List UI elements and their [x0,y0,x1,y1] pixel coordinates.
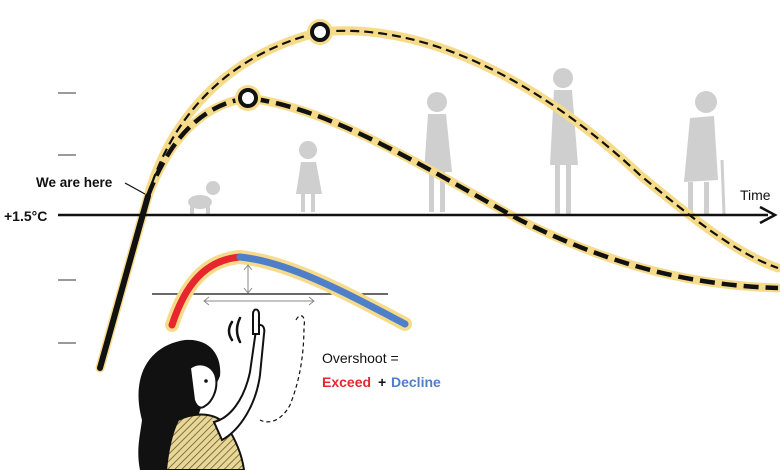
inset-magnitude-arrow [243,264,253,294]
swipe-trail-hand [259,315,305,423]
exceed-term: Exceed [322,374,371,390]
time-axis-label: Time [740,187,771,203]
motion-lines [227,316,242,344]
overshoot-equation-lhs: Overshoot = [322,350,399,366]
upper-peak-marker [307,19,333,45]
toddler-figure [296,141,322,212]
inset-duration-arrow [203,296,315,306]
plus-sign: + [378,374,386,390]
threshold-axis [58,205,778,225]
presenter-eye [204,379,208,383]
presenter-arm [212,324,266,442]
time-arrow-head [759,205,778,225]
lower-overshoot-curve [145,95,779,291]
we-are-here-pointer [124,182,146,195]
teen-figure [424,92,452,212]
lower-peak-marker [235,85,261,111]
inset-exceed-segment [168,253,244,329]
young-adult-figure [550,68,578,215]
presenter-illustration [138,308,305,470]
threshold-label: +1.5°C [4,208,47,224]
decline-term: Decline [391,374,441,390]
upper-overshoot-curve [146,29,779,270]
inset-decline-segment [236,253,409,328]
baby-crawling-figure [188,181,220,215]
presenter-face [188,363,218,409]
life-stage-figures [188,68,726,215]
overshoot-inset [152,249,412,332]
elderly-figure [684,91,726,215]
y-axis-ticks [58,92,76,344]
presenter-hand [252,308,260,335]
we-are-here-label: We are here [36,175,113,190]
past-warming-trend [97,193,151,371]
upper-curve-glow [143,26,780,273]
